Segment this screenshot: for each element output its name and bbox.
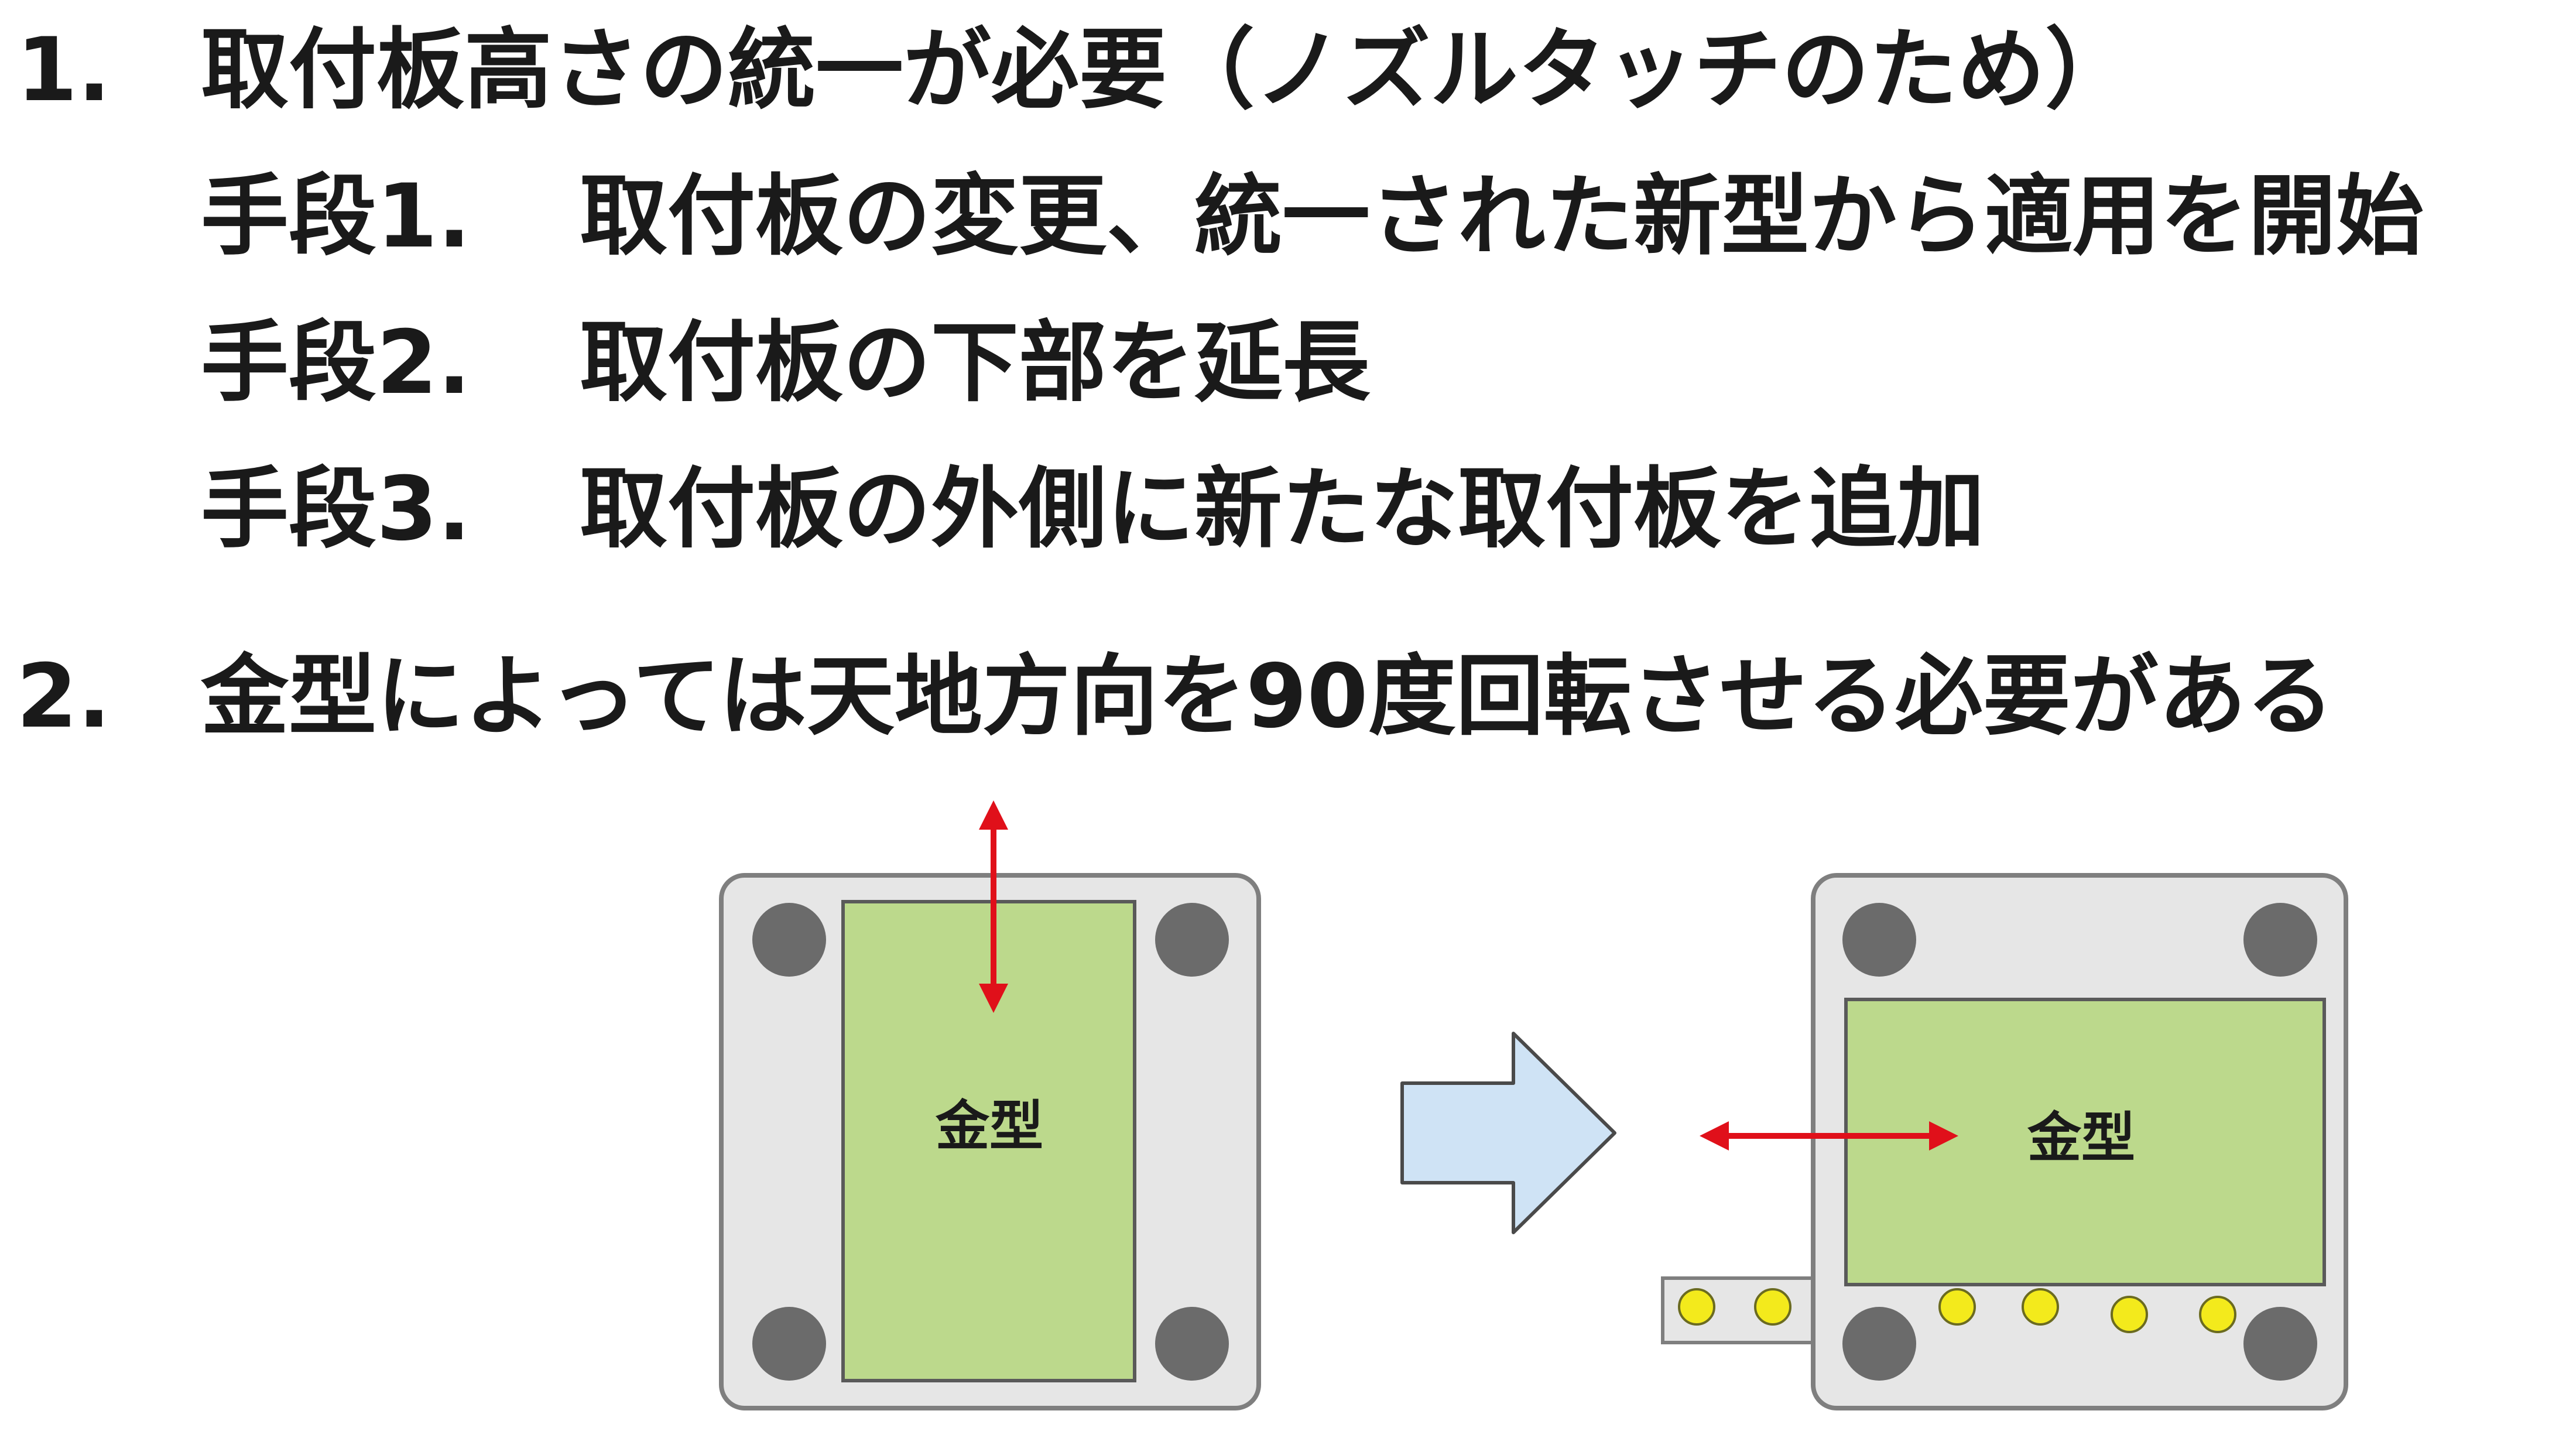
item-2-text: 金型によっては天地方向を90度回転させる必要がある [201, 646, 2334, 748]
right-pin-4 [2199, 1296, 2236, 1333]
item-2-number: 2. [16, 646, 111, 748]
extension-pin-2 [1754, 1288, 1791, 1326]
left-bolt-bottom-right [1155, 1307, 1229, 1381]
right-mold-label: 金型 [2027, 1107, 2135, 1169]
left-mold [841, 900, 1136, 1382]
right-bolt-bottom-right [2243, 1307, 2317, 1381]
step-3-text: 取付板の外側に新たな取付板を追加 [580, 458, 1985, 560]
left-bolt-bottom-left [752, 1307, 826, 1381]
item-1-step-2-row: 手段2. 取付板の下部を延長 [0, 319, 2576, 413]
item-1-number: 1. [16, 19, 111, 121]
right-assembly: 金型 [1661, 873, 2348, 1410]
left-mold-label: 金型 [935, 1095, 1043, 1158]
item-1-step-3-row: 手段3. 取付板の外側に新たな取付板を追加 [0, 465, 2576, 559]
right-bolt-top-left [1842, 903, 1916, 977]
right-pin-3 [2111, 1296, 2148, 1333]
step-1-label: 手段1. [201, 166, 471, 268]
step-2-text: 取付板の下部を延長 [580, 312, 1371, 414]
left-assembly: 金型 [719, 800, 1261, 1410]
step-3-label: 手段3. [201, 458, 471, 560]
step-2-label: 手段2. [201, 312, 471, 414]
left-bolt-top-right [1155, 903, 1229, 977]
item-2-row: 2. 金型によっては天地方向を90度回転させる必要がある [0, 653, 2576, 747]
right-pin-2 [2022, 1288, 2059, 1326]
item-1-text: 取付板高さの統一が必要（ノズルタッチのため） [201, 19, 2133, 121]
right-bolt-bottom-left [1842, 1307, 1916, 1381]
left-bolt-top-left [752, 903, 826, 977]
right-bolt-top-right [2243, 903, 2317, 977]
right-pin-1 [1938, 1288, 1976, 1326]
transform-arrow-icon [1400, 1032, 1616, 1234]
item-1-step-1-row: 手段1. 取付板の変更、統一された新型から適用を開始 [0, 173, 2576, 266]
step-1-text: 取付板の変更、統一された新型から適用を開始 [580, 166, 2424, 268]
item-1-row: 1. 取付板高さの統一が必要（ノズルタッチのため） [0, 26, 2576, 120]
extension-pin-1 [1678, 1288, 1715, 1326]
